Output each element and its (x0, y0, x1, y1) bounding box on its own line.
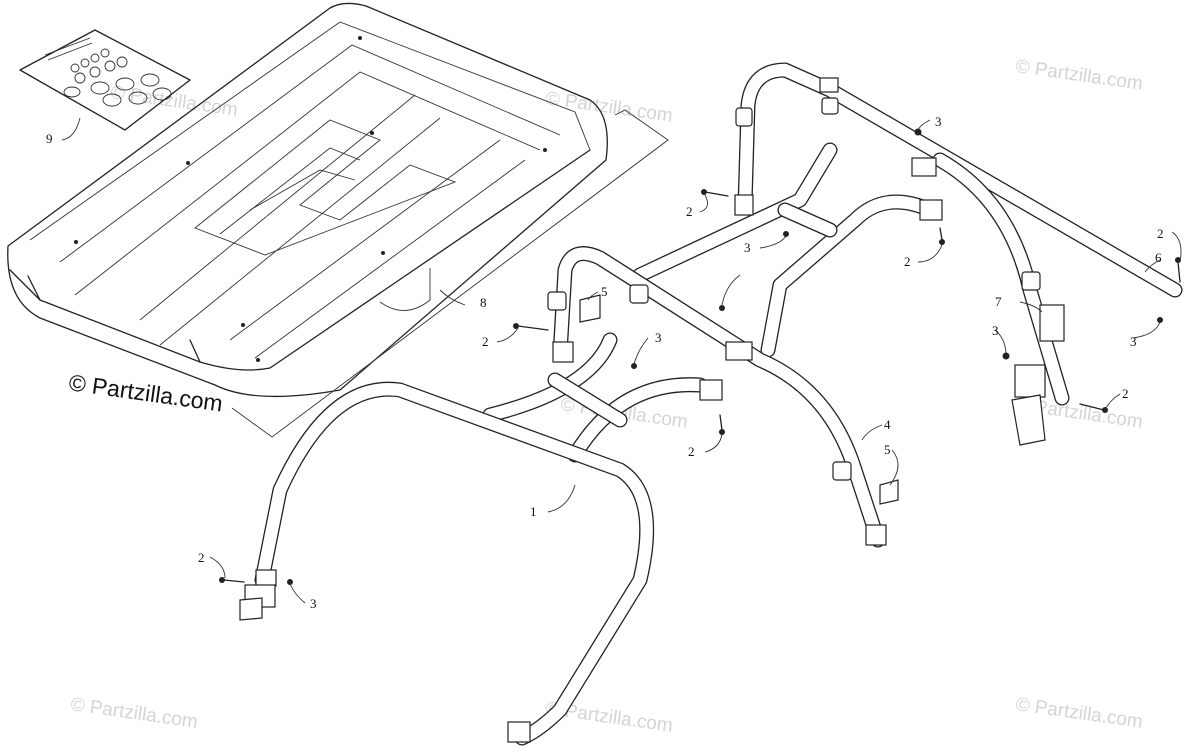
callout-6: 6 (1155, 250, 1162, 265)
roll-cage (254, 62, 1183, 746)
roof-panel (7, 2, 608, 398)
callout-3: 3 (310, 596, 317, 611)
watermark: © Partzilla.com (1014, 694, 1144, 733)
callout-2: 2 (482, 334, 489, 349)
callout-2: 2 (1122, 386, 1129, 401)
callout-7: 7 (995, 294, 1002, 309)
callout-3: 3 (744, 240, 751, 255)
callout-8: 8 (480, 295, 487, 310)
callout-5: 5 (601, 284, 608, 299)
callout-3: 3 (655, 330, 662, 345)
leader-lines (61, 117, 1182, 604)
callout-1: 1 (530, 504, 537, 519)
watermark: © Partzilla.com (69, 694, 199, 733)
mounting-brackets (239, 77, 1065, 743)
callout-3: 3 (935, 114, 942, 129)
callouts: 1 2 2 2 2 2 2 2 3 3 3 3 3 3 4 5 5 6 7 8 … (46, 114, 1164, 611)
callout-2: 2 (686, 204, 693, 219)
fasteners (219, 128, 1181, 585)
callout-2: 2 (198, 550, 205, 565)
callout-9: 9 (46, 131, 53, 146)
callout-2: 2 (1157, 226, 1164, 241)
callout-3: 3 (992, 323, 999, 338)
callout-2: 2 (904, 254, 911, 269)
callout-4: 4 (884, 417, 891, 432)
watermark-main: © Partzilla.com (67, 369, 224, 416)
watermark: © Partzilla.com (109, 82, 239, 121)
callout-2: 2 (688, 444, 695, 459)
hardware-kit (19, 29, 191, 131)
roof-assembly-boundary (231, 109, 669, 438)
callout-5: 5 (884, 442, 891, 457)
callout-3: 3 (1130, 334, 1137, 349)
watermark: © Partzilla.com (1014, 56, 1144, 95)
